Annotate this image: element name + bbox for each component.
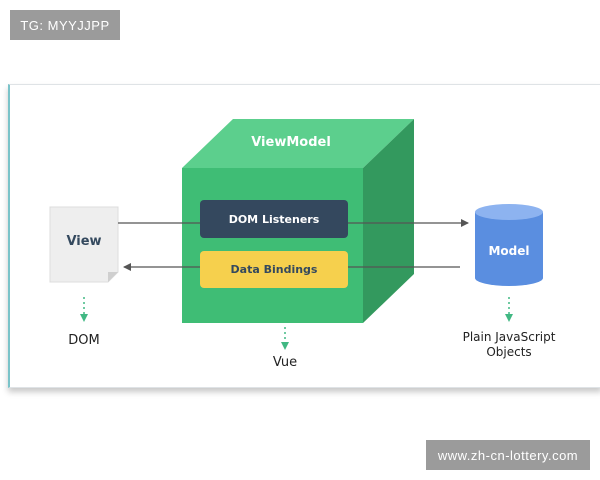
model-label: Model xyxy=(488,244,529,258)
viewmodel-title: ViewModel xyxy=(251,135,331,150)
model-caption-line2: Objects xyxy=(486,345,531,359)
viewmodel-caption: Vue xyxy=(273,355,297,370)
model-cylinder: Model xyxy=(475,204,543,286)
viewmodel-cube: ViewModel xyxy=(182,119,414,323)
dom-listeners-label: DOM Listeners xyxy=(229,213,320,226)
data-bindings-label: Data Bindings xyxy=(231,263,318,276)
data-bindings-box: Data Bindings xyxy=(200,251,348,288)
dom-listeners-rect xyxy=(200,200,348,238)
model-caption-line1: Plain JavaScript xyxy=(463,330,556,344)
view-label: View xyxy=(66,234,101,249)
view-document: View xyxy=(49,206,119,283)
cube-top-face xyxy=(182,119,414,168)
cube-front-face xyxy=(182,168,363,323)
model-body xyxy=(475,212,543,286)
watermark-top-left: TG: MYYJJPP xyxy=(10,10,120,40)
watermark-bottom-right: www.zh-cn-lottery.com xyxy=(426,440,590,470)
view-page-fold xyxy=(108,272,118,282)
view-caption: DOM xyxy=(68,333,99,348)
dom-listeners-box: DOM Listeners xyxy=(200,200,348,238)
cube-side-face xyxy=(363,119,414,323)
data-bindings-rect xyxy=(200,251,348,288)
model-top xyxy=(475,204,543,220)
